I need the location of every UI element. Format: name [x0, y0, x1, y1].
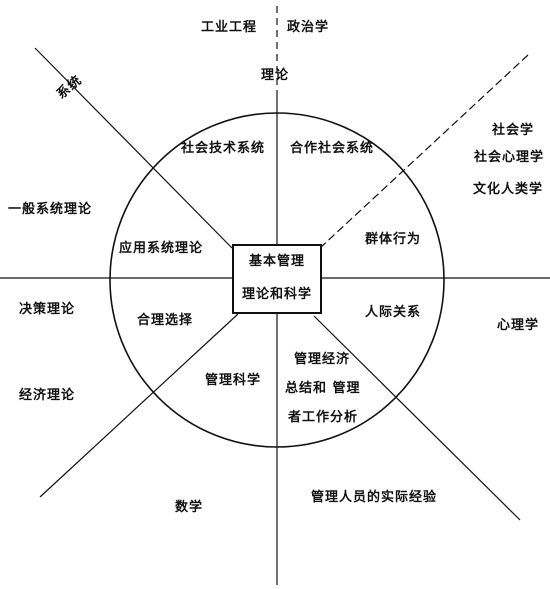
- label-decision-theory: 决策理论: [19, 302, 76, 317]
- label-psychology: 心理学: [497, 318, 540, 333]
- label-management-experience-line3: 者工作分析: [288, 410, 359, 425]
- label-social-psychology: 社会心理学: [474, 150, 545, 165]
- diagonal-upper-left: [34, 47, 233, 249]
- label-economic-theory: 经济理论: [19, 388, 76, 403]
- label-management-experience-line2: 总结和 管理: [285, 381, 361, 396]
- main-circle: [109, 112, 445, 448]
- label-theory: 理论: [261, 68, 290, 83]
- label-management-experience-line1: 管理经济: [294, 352, 351, 367]
- label-interpersonal-relations: 人际关系: [365, 305, 422, 320]
- label-managers-practical-experience: 管理人员的实际经验: [311, 490, 438, 505]
- center-title-line1: 基本管理: [248, 254, 305, 269]
- label-sociotechnical-systems: 社会技术系统: [181, 141, 266, 156]
- center-title-line2: 理论和科学: [241, 287, 312, 302]
- label-cooperative-social-systems: 合作社会系统: [290, 141, 375, 156]
- diagonal-lower-right: [313, 315, 521, 521]
- label-mathematics: 数学: [175, 500, 204, 515]
- label-rational-choice: 合理选择: [137, 313, 194, 328]
- label-industrial-engineering: 工业工程: [201, 20, 258, 35]
- diagonal-lower-left: [39, 313, 239, 498]
- center-box: 基本管理 理论和科学: [232, 244, 322, 314]
- label-applied-systems-theory: 应用系统理论: [119, 241, 204, 256]
- label-general-systems-theory: 一般系统理论: [8, 202, 93, 217]
- label-sociology: 社会学: [492, 123, 535, 138]
- label-group-behavior: 群体行为: [365, 232, 422, 247]
- label-management-science: 管理科学: [205, 373, 262, 388]
- label-political-science: 政治学: [287, 20, 330, 35]
- label-cultural-anthropology: 文化人类学: [473, 182, 544, 197]
